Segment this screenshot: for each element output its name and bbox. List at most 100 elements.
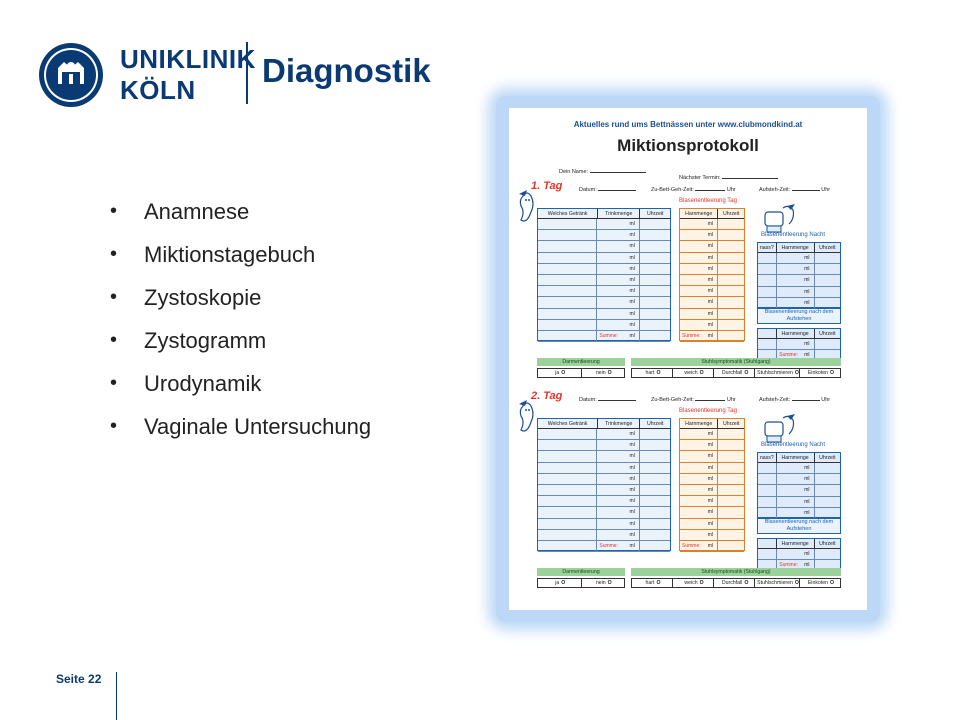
table-cell: ml: [597, 274, 640, 286]
table-header-cell: Trinkmenge: [598, 209, 641, 218]
table-cell: [718, 253, 744, 263]
table-cell: ml: [777, 474, 815, 485]
table-cell: [758, 463, 778, 474]
bullet-item: •Vaginale Untersuchung: [110, 405, 371, 448]
table-cell: [538, 473, 598, 484]
table-header-cell: Welches Getränk: [538, 419, 599, 428]
ml-unit: ml: [707, 232, 714, 239]
table-row: ml: [680, 451, 744, 463]
table-header-cell: Uhrzeit: [647, 420, 664, 427]
option-label: Stuhlschmieren: [757, 580, 793, 586]
bullet-item: •Urodynamik: [110, 362, 371, 405]
table-row: ml: [538, 484, 670, 497]
table-cell: ml: [680, 451, 719, 462]
circle-checkbox-icon: O: [744, 580, 749, 586]
table-cell: [640, 309, 670, 319]
table-cell: [758, 339, 778, 350]
table-row: ml: [680, 429, 744, 441]
summe-label: Summe:: [682, 542, 701, 549]
table-cell: Summe:ml: [597, 540, 640, 552]
table-cell: ml: [680, 308, 719, 319]
name-label: Dein Name:: [559, 169, 589, 175]
option-label: nein: [595, 370, 606, 376]
circle-checkbox-icon: O: [699, 580, 704, 586]
table-cell: [538, 252, 598, 263]
name-underline: [589, 168, 646, 173]
option-label: weich: [684, 580, 698, 586]
circle-checkbox-icon: O: [656, 580, 661, 586]
table-row: ml: [680, 241, 744, 253]
blasen-tag-title: Blasenentleerung Tag: [679, 198, 737, 204]
table-cell: [640, 297, 670, 307]
option-label: hart: [645, 580, 655, 586]
table-header-cell: Uhrzeit: [819, 454, 836, 461]
table-cell: [718, 429, 744, 439]
bullet-dot-icon: •: [110, 286, 118, 308]
table-cell: ml: [597, 263, 640, 274]
table-cell: [640, 474, 670, 484]
day-label: 1. Tag: [531, 180, 563, 192]
auf-label: Aufsteh-Zeit:: [759, 397, 791, 403]
auf-line: Aufsteh-Zeit: Uhr: [759, 396, 830, 403]
page-number: Seite 22: [56, 672, 102, 686]
table-cell: [718, 530, 744, 540]
ml-unit: ml: [629, 464, 635, 471]
circle-checkbox-icon: O: [607, 370, 612, 376]
brand-line-1: UNIKLINIK: [120, 44, 256, 74]
ml-unit: ml: [707, 288, 714, 295]
table-row: ml: [758, 253, 840, 265]
table-cell: ml: [777, 485, 815, 496]
ml-unit: ml: [629, 531, 635, 538]
toilet-ghost-icon: [759, 204, 799, 234]
ml-unit: ml: [804, 299, 810, 306]
bett-underline: [695, 396, 726, 401]
table-row: ml: [538, 230, 670, 242]
ml-unit: ml: [629, 332, 635, 339]
table-row: ml: [758, 339, 840, 351]
table-cell: [718, 286, 744, 296]
ml-unit: ml: [804, 341, 810, 348]
table-cell: ml: [680, 429, 719, 440]
table-cell: [758, 560, 778, 571]
table-cell: ml: [680, 286, 719, 297]
table-cell: [815, 497, 840, 507]
table-cell: Summe:ml: [597, 330, 640, 342]
auf-line: Aufsteh-Zeit: Uhr: [759, 186, 830, 193]
table-header-cell: [758, 539, 777, 548]
bullet-text: Miktionstagebuch: [144, 242, 316, 267]
auf-underline: [791, 396, 820, 401]
table-cell: ml: [680, 219, 719, 230]
table-header-cell: nass?: [758, 243, 777, 252]
table-row: ml: [680, 440, 744, 452]
table-header-cell: Uhrzeit: [819, 330, 836, 337]
footer-divider: [116, 672, 117, 720]
table-cell: [718, 474, 744, 484]
ml-unit: ml: [707, 453, 714, 460]
blasen-nach-title: Blasenentleerung nach dem Aufstehen: [757, 518, 841, 534]
ml-unit: ml: [629, 453, 635, 460]
brand-line-2: KÖLN: [120, 75, 196, 105]
table-cell: ml: [680, 507, 719, 518]
datum-underline: [598, 186, 637, 191]
table-cell: [640, 320, 670, 330]
option-label: ja: [555, 580, 560, 586]
table-header-cell: Harnmenge: [680, 419, 719, 428]
table-cell: ml: [680, 297, 719, 308]
table-row: ml: [538, 308, 670, 320]
ml-unit: ml: [804, 266, 810, 273]
table-cell: [538, 462, 598, 473]
bullet-dot-icon: •: [110, 415, 118, 437]
table-row: Summe:ml: [538, 330, 670, 343]
